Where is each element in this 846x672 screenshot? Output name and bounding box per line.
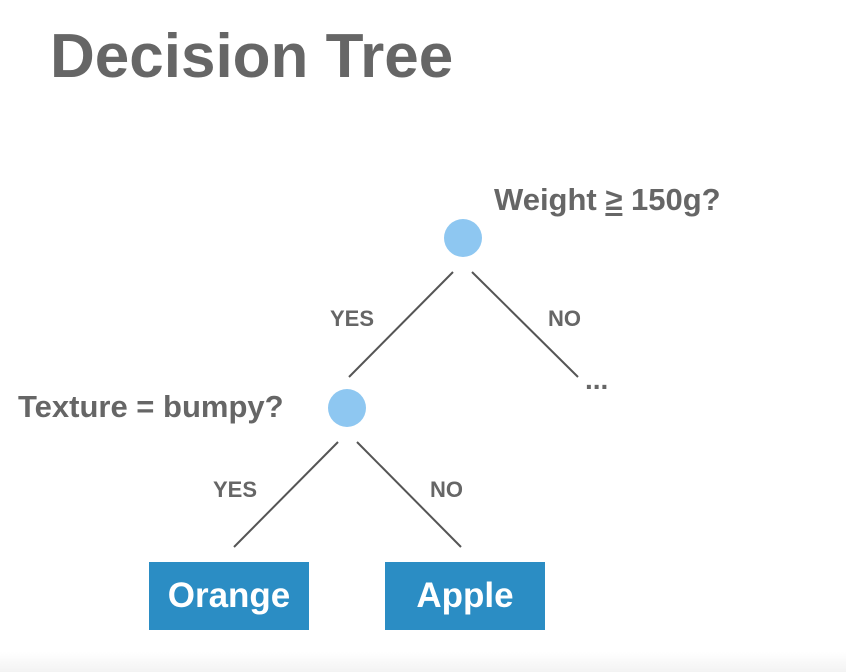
edge-child-no — [356, 441, 462, 548]
child-question-label: Texture = bumpy? — [18, 389, 284, 424]
slide-title: Decision Tree — [50, 22, 454, 91]
edge-root-no — [471, 271, 579, 378]
edge-child-yes — [233, 441, 339, 548]
root-question-label: Weight ≥ 150g? — [494, 184, 721, 215]
root-yes-label: YES — [330, 306, 375, 331]
leaf-orange-label: Orange — [167, 576, 291, 615]
root-question-prefix: Weight — [494, 182, 606, 217]
leaf-apple: Apple — [385, 562, 545, 630]
root-decision-node — [444, 219, 482, 257]
child-yes-label: YES — [213, 477, 258, 502]
leaf-apple-label: Apple — [416, 576, 514, 615]
root-no-label: NO — [548, 306, 581, 331]
no-branch-ellipsis: ... — [585, 364, 609, 395]
child-decision-node — [328, 389, 366, 427]
root-question-suffix: 150g? — [622, 182, 721, 217]
root-question-operator: ≥ — [605, 182, 623, 217]
slide-bottom-edge — [0, 652, 846, 672]
edge-root-yes — [348, 271, 454, 378]
child-no-label: NO — [430, 477, 463, 502]
leaf-orange: Orange — [149, 562, 309, 630]
